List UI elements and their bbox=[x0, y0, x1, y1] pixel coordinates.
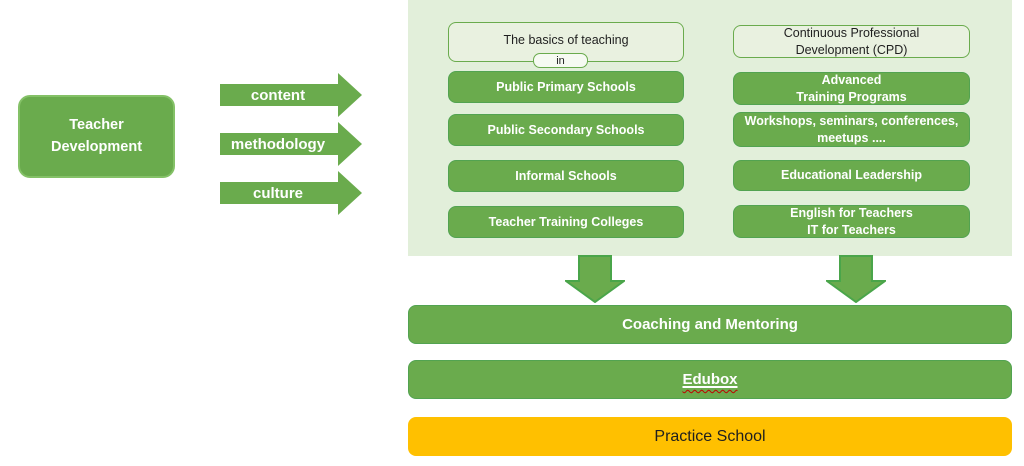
school-type-box-public-primary: Public Primary Schools bbox=[448, 71, 684, 103]
school-type-label: Public Primary Schools bbox=[496, 79, 636, 94]
cpd-item-box-workshops: Workshops, seminars, conferences, meetup… bbox=[733, 112, 970, 147]
basics-header-label: The basics of teaching bbox=[503, 33, 629, 47]
edubox-label-squiggle: Edubox bbox=[683, 371, 738, 388]
culture-arrow: culture bbox=[220, 171, 362, 215]
methodology-arrow-label: methodology bbox=[230, 135, 326, 153]
in-connector-label: in bbox=[556, 54, 565, 67]
school-type-box-informal: Informal Schools bbox=[448, 160, 684, 192]
in-connector-box: in bbox=[533, 53, 588, 68]
down-arrow-icon bbox=[826, 255, 886, 303]
cpd-item-label: Educational Leadership bbox=[780, 168, 922, 183]
cpd-header-box: Continuous Professional Development (CPD… bbox=[733, 25, 970, 58]
teacher-development-label: Teacher Development bbox=[50, 117, 143, 155]
school-type-label: Public Secondary Schools bbox=[487, 122, 645, 137]
practice-school-bar: Practice School bbox=[408, 417, 1012, 456]
down-arrow-icon bbox=[565, 255, 625, 303]
school-type-label: Informal Schools bbox=[515, 168, 617, 183]
practice-school-label: Practice School bbox=[654, 427, 766, 445]
school-type-box-teacher-training: Teacher Training Colleges bbox=[448, 206, 684, 238]
basics-header-box: The basics of teaching bbox=[448, 22, 684, 62]
school-type-label: Teacher Training Colleges bbox=[488, 214, 644, 229]
culture-arrow-label: culture bbox=[252, 184, 303, 202]
school-type-box-public-secondary: Public Secondary Schools bbox=[448, 114, 684, 146]
content-arrow-label: content bbox=[250, 86, 306, 104]
edubox-label: Edubox bbox=[682, 371, 738, 388]
coaching-mentoring-label: Coaching and Mentoring bbox=[622, 316, 798, 333]
content-arrow: content bbox=[220, 73, 362, 117]
coaching-mentoring-bar: Coaching and Mentoring bbox=[408, 305, 1012, 344]
cpd-item-label: Workshops, seminars, conferences, meetup… bbox=[744, 114, 959, 145]
cpd-item-box-advanced-training: Advanced Training Programs bbox=[733, 72, 970, 105]
cpd-item-label: English for Teachers IT for Teachers bbox=[790, 206, 913, 237]
teacher-development-box: Teacher Development bbox=[18, 95, 175, 178]
edubox-bar: Edubox bbox=[408, 360, 1012, 399]
cpd-item-box-english-it: English for Teachers IT for Teachers bbox=[733, 205, 970, 238]
cpd-item-box-educational-leadership: Educational Leadership bbox=[733, 160, 970, 191]
methodology-arrow: methodology bbox=[220, 122, 362, 166]
cpd-item-label: Advanced Training Programs bbox=[796, 73, 907, 104]
cpd-header-label: Continuous Professional Development (CPD… bbox=[783, 26, 920, 57]
